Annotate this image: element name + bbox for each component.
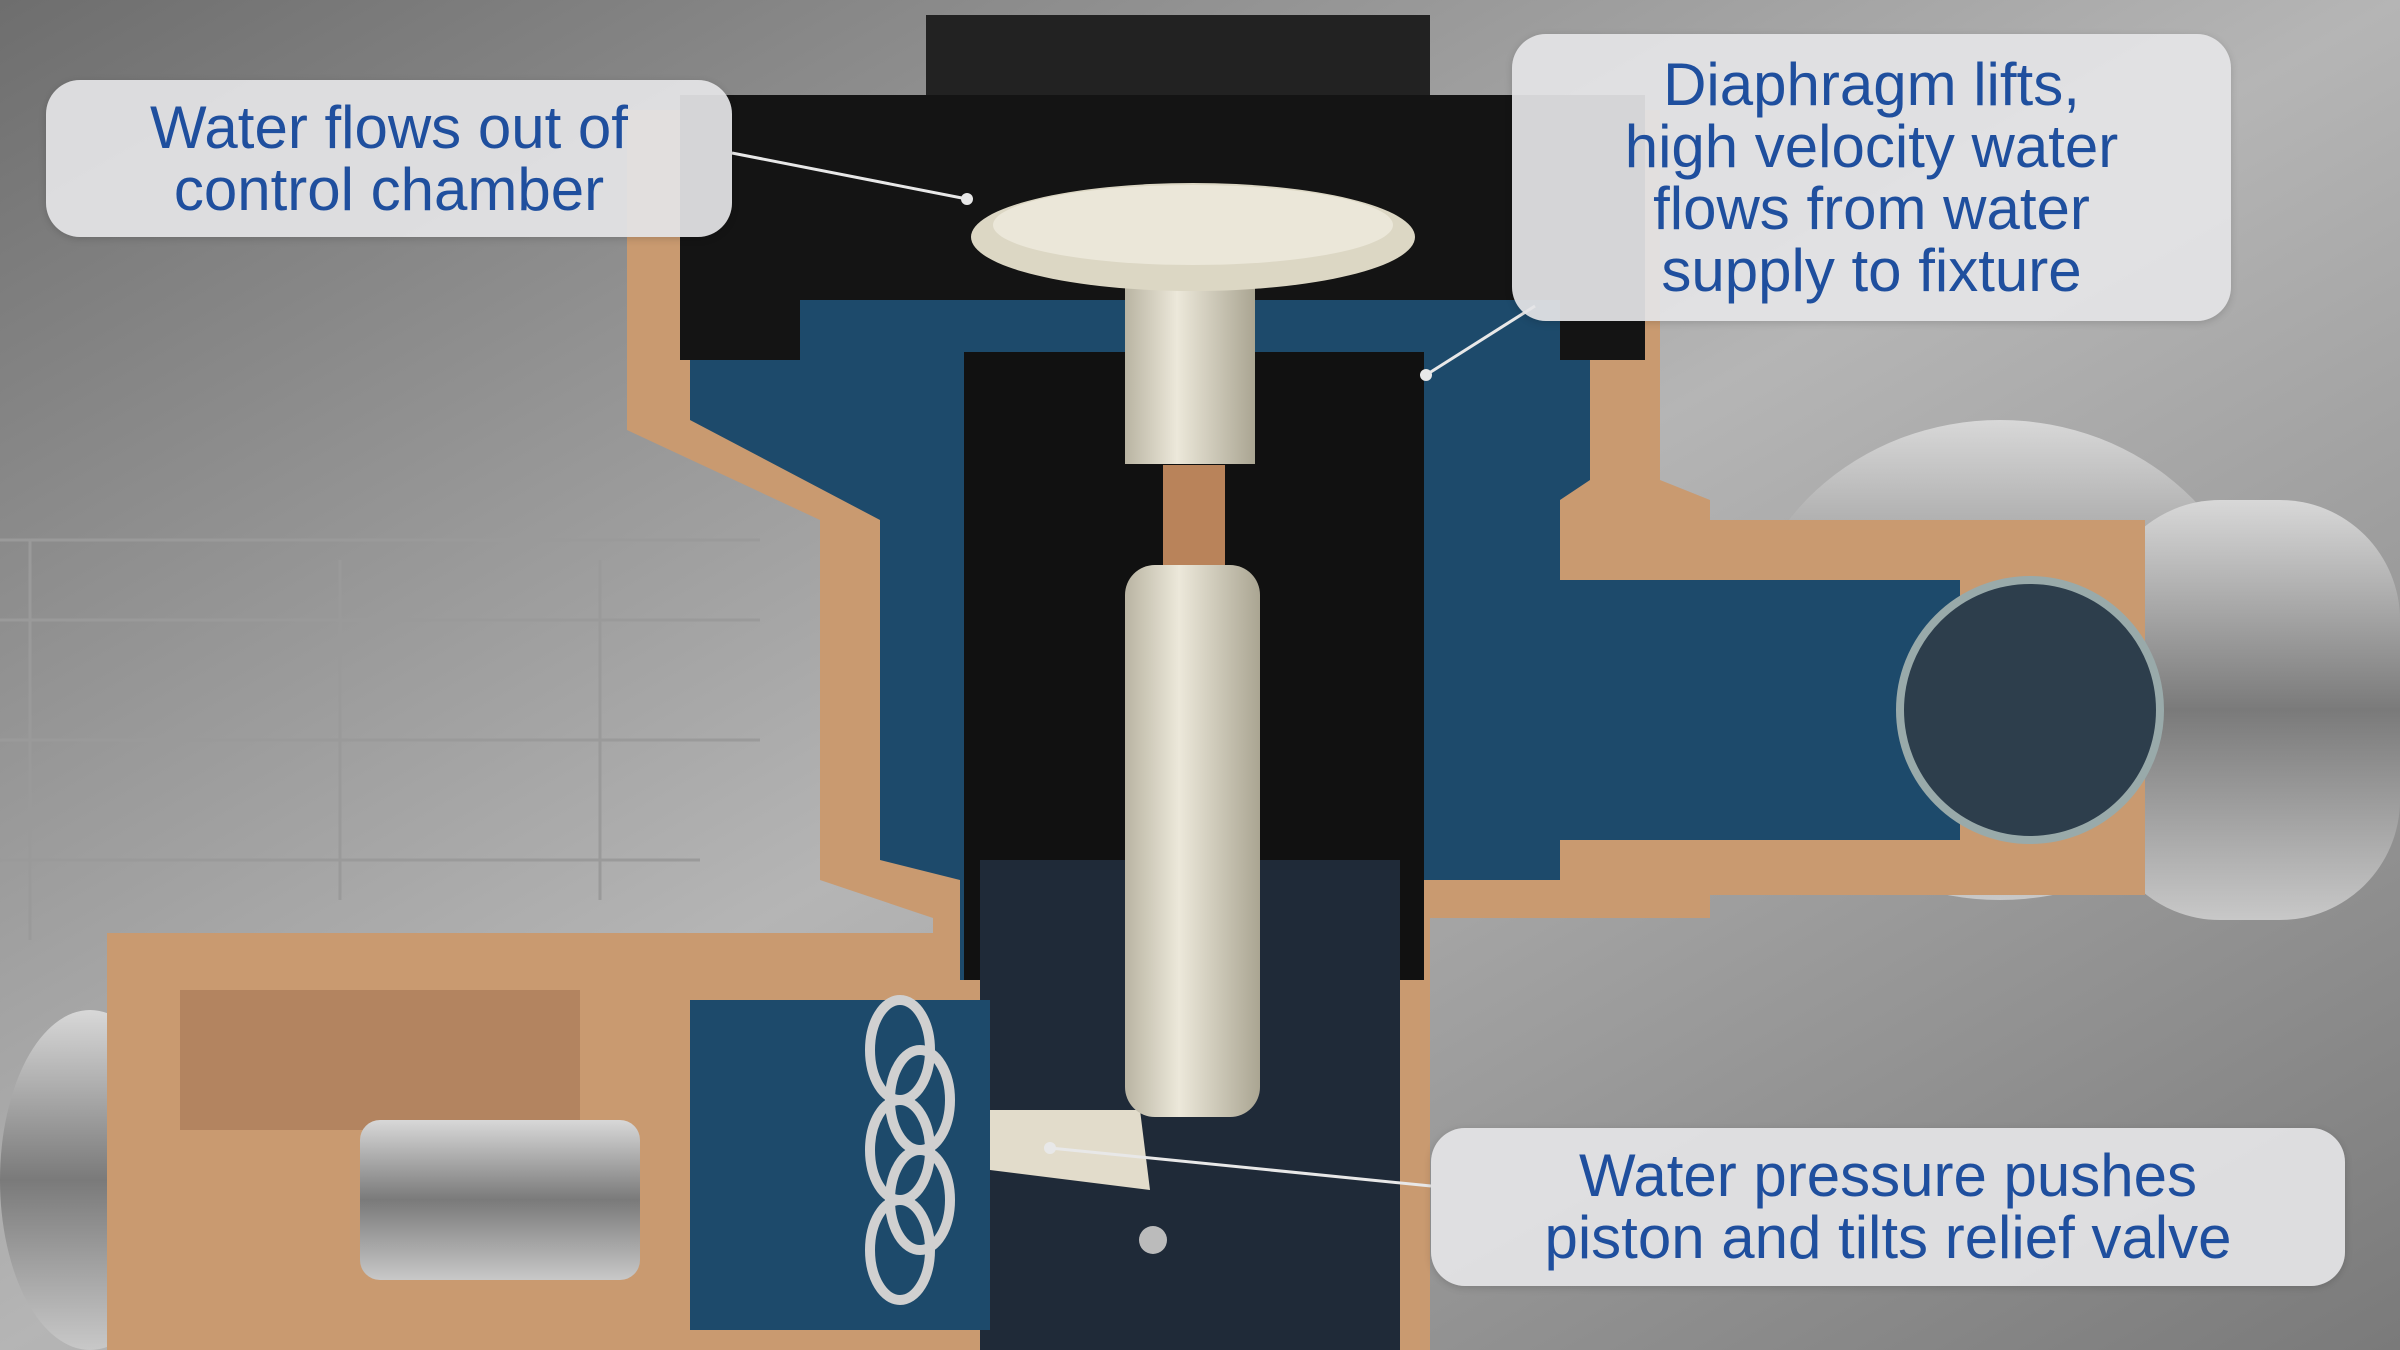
callout-line: high velocity water (1624, 112, 2119, 180)
callout-diaphragm: Diaphragm lifts, high velocity water flo… (1512, 34, 2231, 321)
wall-tiles (0, 538, 760, 940)
callout-line: Water flows out of (150, 93, 628, 161)
callout-control-chamber: Water flows out of control chamber (46, 80, 732, 237)
leader-lines (731, 151, 1536, 1188)
callout-line: flows from water (1653, 174, 2090, 242)
spring (865, 995, 955, 1305)
callout-line: piston and tilts relief valve (1544, 1204, 2232, 1271)
callout-line: supply to fixture (1661, 236, 2082, 304)
callout-line: Water pressure pushes (1578, 1142, 2198, 1209)
callout-line: control chamber (173, 155, 605, 223)
callout-piston: Water pressure pushes piston and tilts r… (1431, 1128, 2345, 1286)
callout-line: Diaphragm lifts, (1663, 50, 2080, 118)
